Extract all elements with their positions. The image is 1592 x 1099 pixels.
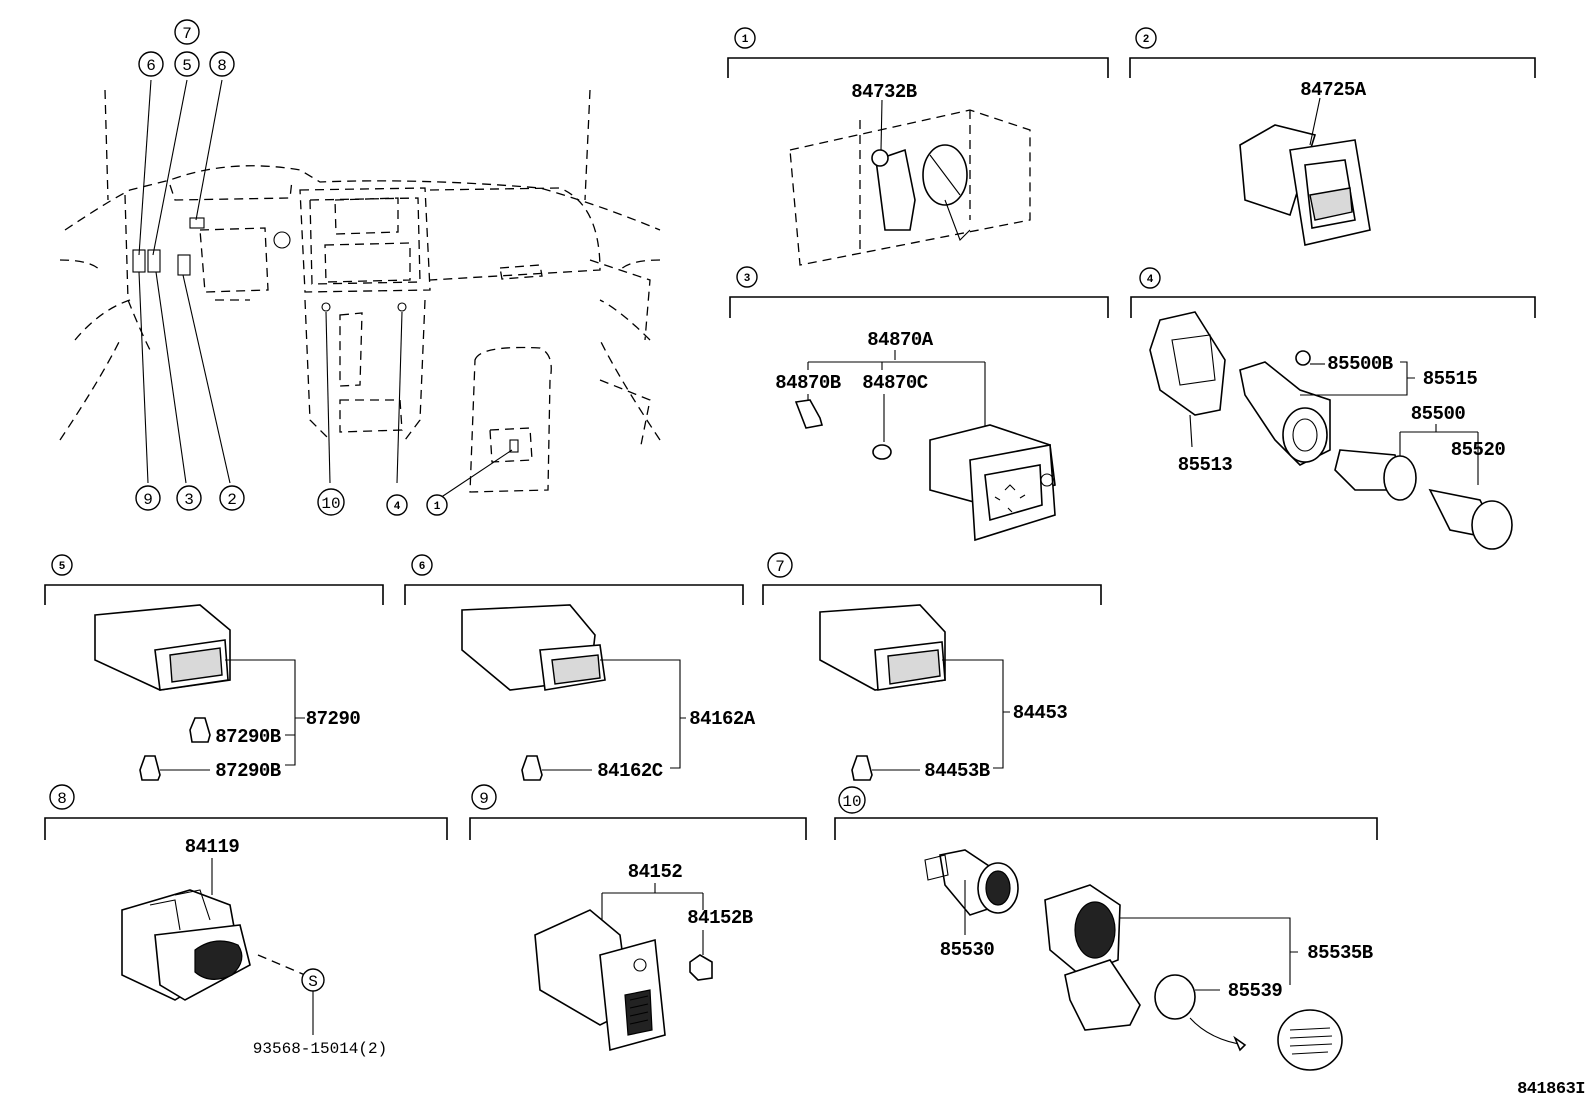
part-84870A: 84870A [867, 329, 934, 351]
callout-6: 6 [146, 57, 156, 75]
part-84870C: 84870C [862, 372, 928, 394]
section-8-number: 8 [57, 790, 67, 808]
part-85535B: 85535B [1307, 942, 1373, 964]
part-85513: 85513 [1178, 454, 1233, 476]
section-7-number: 7 [775, 558, 785, 576]
part-84453B: 84453B [924, 760, 990, 782]
section-4-number: 4 [1147, 274, 1154, 286]
part-84732B: 84732B [851, 81, 917, 103]
part-87290B-1: 87290B [215, 726, 281, 748]
callout-5: 5 [182, 57, 192, 75]
part-87290: 87290 [306, 708, 361, 730]
callout-2: 2 [227, 491, 237, 509]
section-1: 1 84732B [727, 27, 1109, 266]
s-symbol: S [308, 973, 318, 991]
section-9-number: 9 [479, 790, 489, 808]
section-5-number: 5 [59, 561, 66, 573]
part-84162A: 84162A [689, 708, 756, 730]
dashboard-overview [59, 79, 661, 501]
section-6: 6 84162A 84162C [404, 554, 756, 782]
section-4: 4 85513 85500B 85515 85500 85520 [1130, 267, 1536, 550]
section-1-number: 1 [742, 34, 749, 46]
part-84870B: 84870B [775, 372, 841, 394]
section-6-number: 6 [419, 561, 426, 573]
callout-1: 1 [434, 501, 441, 513]
part-85515: 85515 [1423, 368, 1478, 390]
part-84453: 84453 [1013, 702, 1068, 724]
part-87290B-2: 87290B [215, 760, 281, 782]
callout-4: 4 [394, 501, 401, 513]
part-85500: 85500 [1411, 403, 1466, 425]
section-7: 7 84453 84453B [762, 552, 1102, 782]
part-84119: 84119 [185, 836, 240, 858]
part-85500B: 85500B [1327, 353, 1393, 375]
part-85530: 85530 [940, 939, 995, 961]
callout-10: 10 [321, 495, 340, 513]
callout-9: 9 [143, 491, 153, 509]
part-84152: 84152 [628, 861, 683, 883]
section-10: 10 85530 85535B 85539 [834, 786, 1378, 1071]
section-3: 3 84870A 84870B 84870C [729, 266, 1109, 542]
part-84162C: 84162C [597, 760, 663, 782]
part-85520: 85520 [1451, 439, 1506, 461]
part-93568-15014: 93568-15014(2) [253, 1040, 387, 1058]
section-2-number: 2 [1143, 34, 1150, 46]
section-9: 9 84152 84152B [469, 784, 807, 1052]
section-2: 2 84725A [1129, 27, 1536, 246]
overview-callouts: 7 6 5 8 9 3 2 10 4 1 [135, 19, 448, 516]
diagram-id: 841863I [1517, 1080, 1585, 1099]
section-10-number: 10 [842, 793, 861, 811]
callout-7: 7 [182, 25, 192, 43]
part-84152B: 84152B [687, 907, 753, 929]
section-3-number: 3 [744, 273, 751, 285]
section-5: 5 87290 87290B 87290B [44, 554, 384, 782]
part-85539: 85539 [1228, 980, 1283, 1002]
callout-8: 8 [217, 57, 227, 75]
callout-3: 3 [184, 491, 194, 509]
part-84725A: 84725A [1300, 79, 1367, 101]
section-8: 8 84119 S 93568-15014(2) [44, 784, 448, 1058]
